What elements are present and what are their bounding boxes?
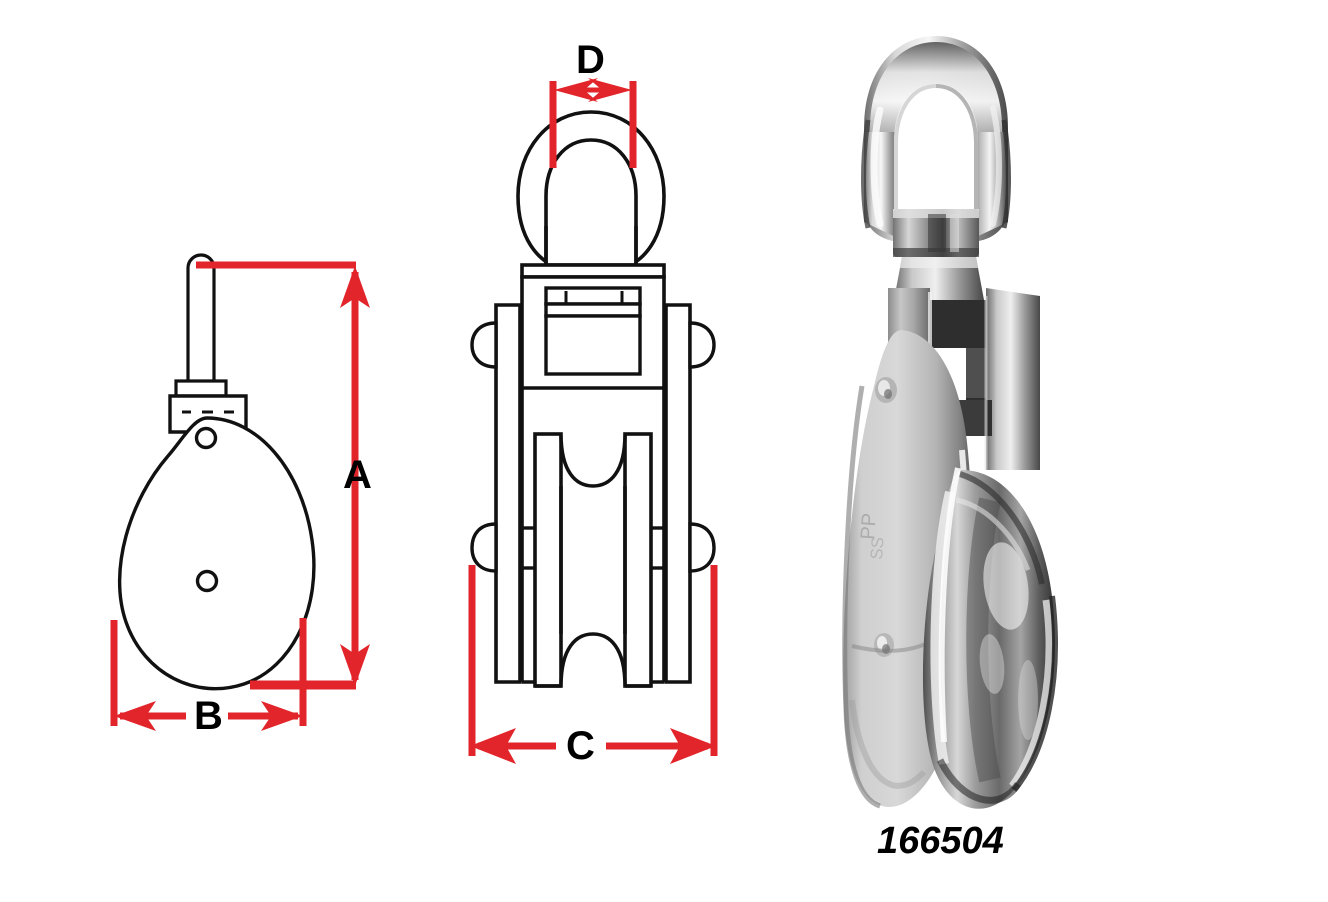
dimension-d <box>549 78 637 168</box>
side-view-geometry <box>118 253 316 691</box>
dimension-c <box>468 565 718 764</box>
part-number-caption: 166504 <box>877 820 1004 862</box>
svg-text:SS: SS <box>867 536 888 560</box>
dimension-label-c: C <box>566 724 595 768</box>
dimension-label-a: A <box>343 453 372 497</box>
photo-swivel-eye <box>861 36 1011 242</box>
dimension-label-b: B <box>194 694 223 738</box>
dimension-b <box>110 618 356 731</box>
photo-pulley-block: PP SS <box>842 36 1058 809</box>
dimension-label-d: D <box>576 38 605 82</box>
svg-text:PP: PP <box>857 512 881 540</box>
photo-swivel-collar <box>893 209 979 257</box>
photo-sheave <box>922 470 1058 809</box>
